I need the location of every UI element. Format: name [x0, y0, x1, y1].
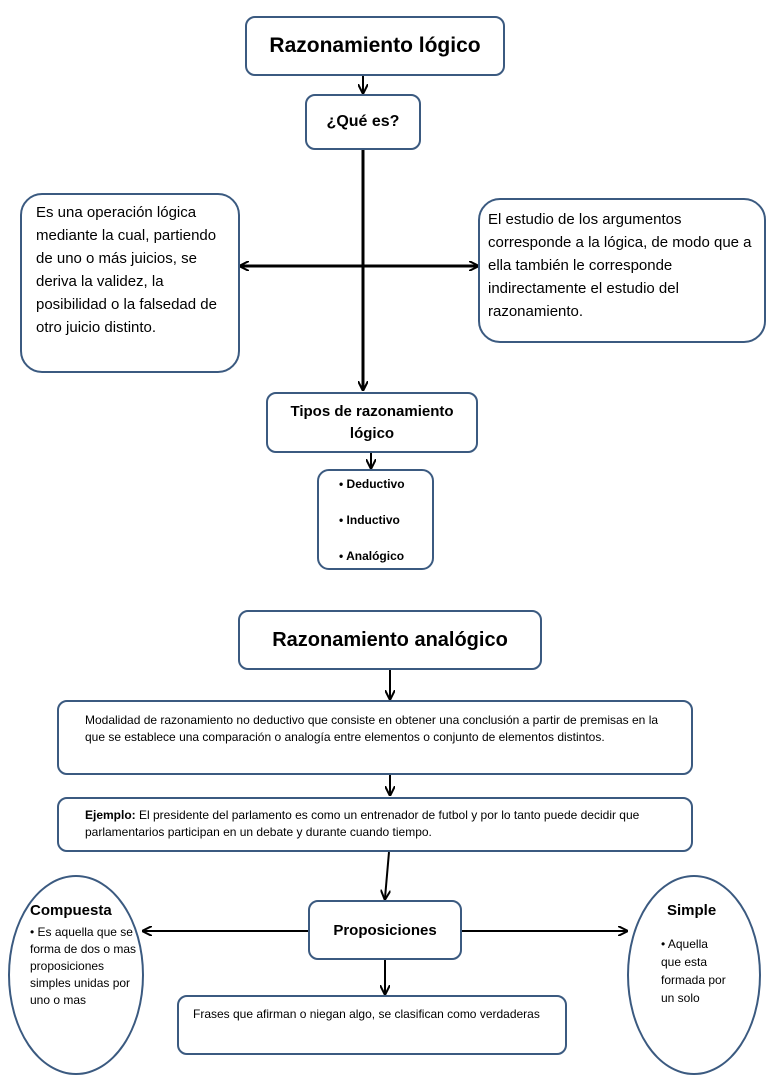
example-label: Ejemplo: [85, 808, 136, 822]
simple-text: • Aquella que esta formada por un solo [661, 937, 726, 1005]
example-text: El presidente del parlamento es como un … [85, 808, 640, 839]
right-definition-text: El estudio de los argumentos corresponde… [488, 211, 752, 320]
tipos-list-box: • Deductivo • Inductivo • Analógico [317, 469, 434, 570]
compuesta-text: • Es aquella que se forma de dos o mas p… [30, 925, 137, 1007]
left-definition-text: Es una operación lógica mediante la cual… [36, 204, 217, 336]
tipos-list: • Deductivo • Inductivo • Analógico [339, 477, 432, 563]
compuesta-oval: Compuesta • Es aquella que se forma de d… [8, 875, 144, 1075]
title-box-razonamiento-analogico: Razonamiento analógico [238, 610, 542, 670]
simple-oval: Simple • Aquella que esta formada por un… [627, 875, 761, 1075]
propositions-box: Proposiciones [308, 900, 462, 960]
right-definition-box: El estudio de los argumentos corresponde… [478, 198, 766, 343]
connector-lines [0, 76, 768, 1024]
que-es-label: ¿Qué es? [326, 113, 400, 130]
title-box-razonamiento-logico: Razonamiento lógico [245, 16, 505, 76]
tipo-item: • Inductivo [339, 513, 400, 527]
arrow-example-to-propositions [385, 851, 389, 898]
propositions-desc-box: Frases que afirman o niegan algo, se cla… [177, 995, 567, 1055]
que-es-box: ¿Qué es? [305, 94, 421, 150]
title-razonamiento-logico: Razonamiento lógico [269, 34, 481, 57]
tipo-item: • Deductivo [339, 477, 405, 491]
tipos-box: Tipos de razonamiento lógico [266, 392, 478, 453]
tipos-title: Tipos de razonamiento lógico [290, 402, 454, 442]
propositions-desc-text: Frases que afirman o niegan algo, se cla… [193, 1007, 540, 1021]
compuesta-title: Compuesta [30, 902, 112, 919]
left-definition-box: Es una operación lógica mediante la cual… [20, 193, 240, 373]
propositions-label: Proposiciones [333, 921, 437, 939]
analogico-definition-box: Modalidad de razonamiento no deductivo q… [57, 700, 693, 775]
analogico-definition-text: Modalidad de razonamiento no deductivo q… [85, 713, 659, 744]
example-box: Ejemplo: El presidente del parlamento es… [57, 797, 693, 852]
simple-title: Simple [667, 902, 717, 919]
tipo-item: • Analógico [339, 549, 405, 563]
title-razonamiento-analogico: Razonamiento analógico [272, 628, 508, 651]
